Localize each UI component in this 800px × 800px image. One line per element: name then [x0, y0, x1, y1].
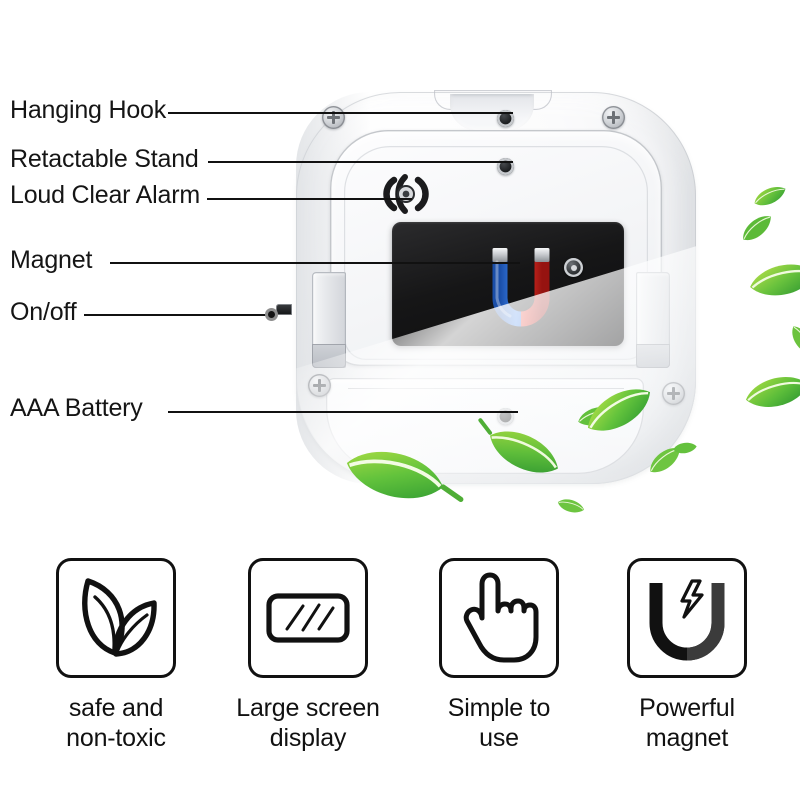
leaf-icon — [748, 178, 792, 214]
stand-foot-left — [312, 344, 346, 368]
feature-label: Simple to use — [404, 694, 594, 753]
callout-on-off: On/off — [10, 298, 77, 326]
u-magnet-graphic — [484, 242, 558, 334]
callout-aaa-battery: AAA Battery — [10, 394, 143, 422]
feature-label-line1: Simple to — [447, 694, 551, 722]
callout-hanging-hook: Hanging Hook — [10, 96, 167, 124]
on-off-switch[interactable] — [276, 304, 292, 315]
leaf-icon — [335, 432, 464, 518]
stand-foot-right — [636, 344, 670, 368]
leaf-icon — [477, 413, 572, 492]
leader-line-on-off — [84, 314, 272, 316]
feature-label-line2: magnet — [645, 723, 729, 752]
feature-label-line1: Large screen — [236, 694, 380, 722]
feature-label-line1: Powerful — [639, 694, 735, 722]
leaf-icon — [784, 319, 800, 361]
screw-bottom-left — [308, 374, 331, 397]
magnet-label-panel — [392, 222, 624, 346]
leader-line-hanging-hook — [168, 112, 513, 114]
leader-line-magnet — [110, 262, 520, 264]
magnet-icon — [627, 558, 747, 678]
leaf-icon — [554, 493, 588, 518]
feature-large-screen-display: Large screen display — [213, 558, 403, 753]
leaf-icon — [743, 252, 800, 308]
leader-line-loud-clear-alarm — [207, 198, 412, 200]
loud-clear-alarm-icon — [374, 174, 438, 214]
pointing-hand-icon — [439, 558, 559, 678]
screen-icon — [248, 558, 368, 678]
leader-line-retractable-stand — [208, 161, 513, 163]
leader-line-aaa-battery — [168, 411, 518, 413]
feature-label-line2: display — [269, 723, 347, 752]
callout-magnet: Magnet — [10, 246, 93, 274]
feature-simple-to-use: Simple to use — [404, 558, 594, 753]
hanging-hook-hole — [497, 110, 514, 127]
screw-bottom-right — [662, 382, 685, 405]
feature-label-line1: safe and — [68, 694, 164, 722]
screw-top-left — [322, 106, 345, 129]
feature-label: Large screen display — [213, 694, 403, 753]
battery-door-seam — [348, 388, 624, 389]
leaf-icon — [574, 371, 664, 449]
feature-safe-non-toxic: safe and non-toxic — [21, 558, 211, 753]
label-screw-hole — [564, 258, 583, 277]
leader-endpoint-on-off — [265, 308, 278, 321]
feature-label: safe and non-toxic — [21, 694, 211, 753]
leaf-icon — [734, 206, 780, 250]
leaf-icon — [671, 439, 699, 458]
leaves-icon — [56, 558, 176, 678]
callout-loud-clear-alarm: Loud Clear Alarm — [10, 181, 200, 209]
callout-retractable-stand: Retactable Stand — [10, 145, 199, 173]
feature-powerful-magnet: Powerful magnet — [592, 558, 782, 753]
feature-label-line2: use — [479, 723, 519, 752]
screw-top-right — [602, 106, 625, 129]
feature-label: Powerful magnet — [592, 694, 782, 753]
feature-highlights: safe and non-toxic Large screen display — [0, 548, 800, 788]
leaf-icon — [738, 364, 800, 420]
feature-label-line2: non-toxic — [66, 723, 166, 752]
